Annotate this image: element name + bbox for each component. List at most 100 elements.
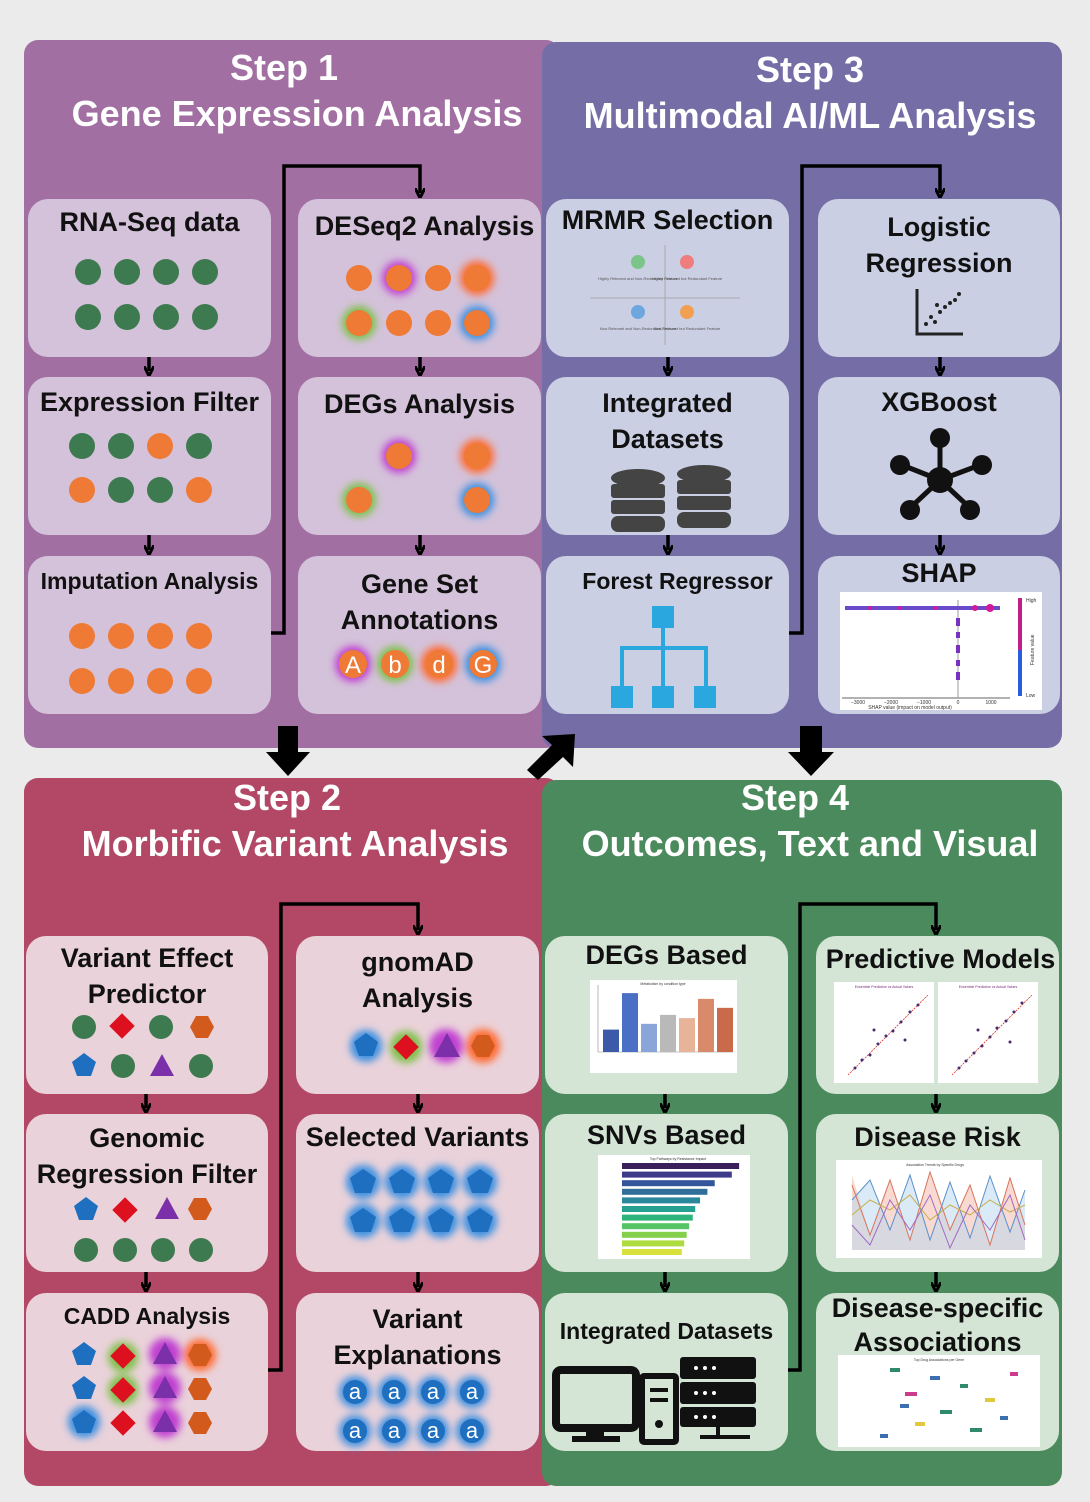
shap-colorbar-label: Feature value <box>1030 634 1036 665</box>
step3-title-line2: Multimodal AI/ML Analysis <box>583 95 1037 136</box>
box-degs-based-label: DEGs Based <box>585 940 748 970</box>
box-rnaseq: RNA-Seq data <box>28 199 271 357</box>
box-integrated-label: Integrated Datasets <box>602 388 733 454</box>
scatter-plot-icon <box>915 289 963 336</box>
shap-tick-5: 1000 <box>985 700 996 706</box>
snvs-bar <box>622 1249 682 1255</box>
selected-variants-shapes <box>346 1165 497 1238</box>
arrow-step2-to-step3 <box>527 734 575 780</box>
snvs-bar <box>622 1231 687 1238</box>
gene-letter-A: A <box>345 652 361 679</box>
network-icon <box>890 428 992 520</box>
variant-letter-2: a <box>388 1379 401 1404</box>
box-selected-variants: Selected Variants <box>296 1114 539 1272</box>
step1-title-line1: Step 1 <box>229 47 339 88</box>
mrmr-quadrant-1: Highly Relevant and Non-Redundant Featur… <box>598 276 679 281</box>
step4-title: Step 4 Outcomes, Text and Visual <box>560 775 1060 867</box>
mrmr-quadrant-2: Highly Relevant but Redundant Feature <box>652 276 723 281</box>
step3-title: Step 3 Multimodal AI/ML Analysis <box>560 47 1060 139</box>
variant-explanation-letters: a a a a a a a a <box>339 1376 488 1447</box>
box-logistic-label: Logistic Regression <box>865 212 1013 278</box>
step2-title-line1: Step 2 <box>232 777 342 818</box>
box-gene-set: Gene Set Annotations <box>298 556 541 714</box>
degs-bar <box>603 1029 619 1052</box>
degs-bar <box>698 998 714 1052</box>
box-shap-label: SHAP <box>901 558 977 588</box>
stage-arrows <box>266 726 834 780</box>
box-degs: DEGs Analysis <box>298 377 541 535</box>
degs-dots <box>342 439 494 517</box>
box-deseq2: DESeq2 Analysis <box>298 199 541 357</box>
predictive-right-title: Ensemble Prediction vs Actual Values <box>959 985 1018 989</box>
shap-plot-thumbnail: High Low Feature value −3000 −2000 −1000… <box>840 592 1042 711</box>
box-disease-specific-label: Disease-specific Associations <box>831 1293 1044 1357</box>
shap-tick-2: −2000 <box>884 700 898 706</box>
association-heatmap-thumbnail: Top Drug Associations per Gene <box>838 1355 1040 1447</box>
arrow-step1-to-step2 <box>266 726 310 776</box>
box-integrated-outcome-label: Integrated Datasets <box>559 1318 774 1344</box>
box-vep: Variant Effect Predictor <box>26 936 268 1094</box>
gene-letter-circles: A b d G <box>335 646 501 682</box>
variant-letter-6: a <box>388 1418 401 1443</box>
box-gene-set-label: Gene Set Annotations <box>340 569 499 635</box>
box-snvs-based-label: SNVs Based <box>586 1120 747 1150</box>
expression-filter-dots <box>69 433 212 503</box>
box-mrmr: MRMR Selection <box>546 199 789 357</box>
step1-title-line2: Gene Expression Analysis <box>71 93 523 134</box>
vep-shapes <box>72 1013 214 1078</box>
deseq2-dots <box>342 261 494 340</box>
degs-chart-title: Metabolism by condition type <box>640 982 685 986</box>
shap-tick-4: 0 <box>957 700 960 706</box>
degs-bar <box>660 1014 676 1052</box>
mrmr-quadrant-icon: Highly Relevant and Non-Redundant Featur… <box>590 245 740 345</box>
database-icon <box>611 465 731 532</box>
disease-risk-title: Association Trends by Specific Drugs <box>906 1163 964 1167</box>
box-genomic-regression-label: Genomic Regression Filter <box>36 1123 258 1189</box>
snvs-bar <box>622 1180 715 1187</box>
box-variant-explanations: Variant Explanations <box>296 1293 539 1451</box>
box-predictive-label: Predictive Models <box>825 944 1056 974</box>
degs-bar <box>717 1007 733 1052</box>
box-variant-explanations-label: Variant Explanations <box>333 1304 502 1370</box>
gene-letter-d: d <box>432 652 445 679</box>
rnaseq-dots <box>75 259 218 330</box>
variant-letter-1: a <box>349 1379 362 1404</box>
genomic-regression-shapes <box>74 1197 213 1262</box>
box-rnaseq-label: RNA-Seq data <box>59 207 240 237</box>
step3-title-line1: Step 3 <box>755 49 865 90</box>
box-cadd: CADD Analysis <box>26 1293 268 1451</box>
snvs-bar <box>622 1206 696 1212</box>
box-disease-risk-label: Disease Risk <box>854 1122 1021 1152</box>
shap-tick-1: −3000 <box>851 700 865 706</box>
variant-letter-7: a <box>427 1418 440 1443</box>
degs-bar <box>679 1018 695 1052</box>
box-imputation-label: Imputation Analysis <box>40 568 259 594</box>
gene-letter-G: G <box>474 652 493 679</box>
cadd-shapes <box>68 1338 216 1438</box>
step2-title-line2: Morbific Variant Analysis <box>81 823 509 864</box>
variant-letter-5: a <box>349 1418 362 1443</box>
step4-title-line2: Outcomes, Text and Visual <box>581 823 1039 864</box>
variant-letter-8: a <box>466 1418 479 1443</box>
box-integrated: Integrated Datasets <box>546 377 789 535</box>
disease-specific-title: Top Drug Associations per Gene <box>914 1358 964 1362</box>
mrmr-quadrant-4: Non-Relevant but Redundant Feature <box>654 326 721 331</box>
snvs-bar <box>622 1188 708 1195</box>
hierarchy-icon <box>611 606 716 708</box>
shap-xlabel: SHAP value (impact on model output) <box>868 705 952 711</box>
gene-letter-b: b <box>388 652 401 679</box>
mrmr-quadrant-3: Non-Relevant and Non-Redundant Feature <box>600 326 677 331</box>
snvs-bar <box>622 1214 693 1221</box>
box-expression-filter: Expression Filter <box>28 377 271 535</box>
box-cadd-label: CADD Analysis <box>63 1303 231 1329</box>
snvs-bar <box>622 1163 740 1169</box>
disease-risk-thumbnail: Association Trends by Specific Drugs <box>836 1160 1042 1258</box>
box-vep-label: Variant Effect Predictor <box>60 943 234 1009</box>
variant-letter-3: a <box>427 1379 440 1404</box>
variant-letter-4: a <box>466 1379 479 1404</box>
box-gnomad: gnomAD Analysis <box>296 936 539 1094</box>
snvs-bar <box>622 1197 701 1204</box>
snvs-bar <box>622 1240 685 1247</box>
